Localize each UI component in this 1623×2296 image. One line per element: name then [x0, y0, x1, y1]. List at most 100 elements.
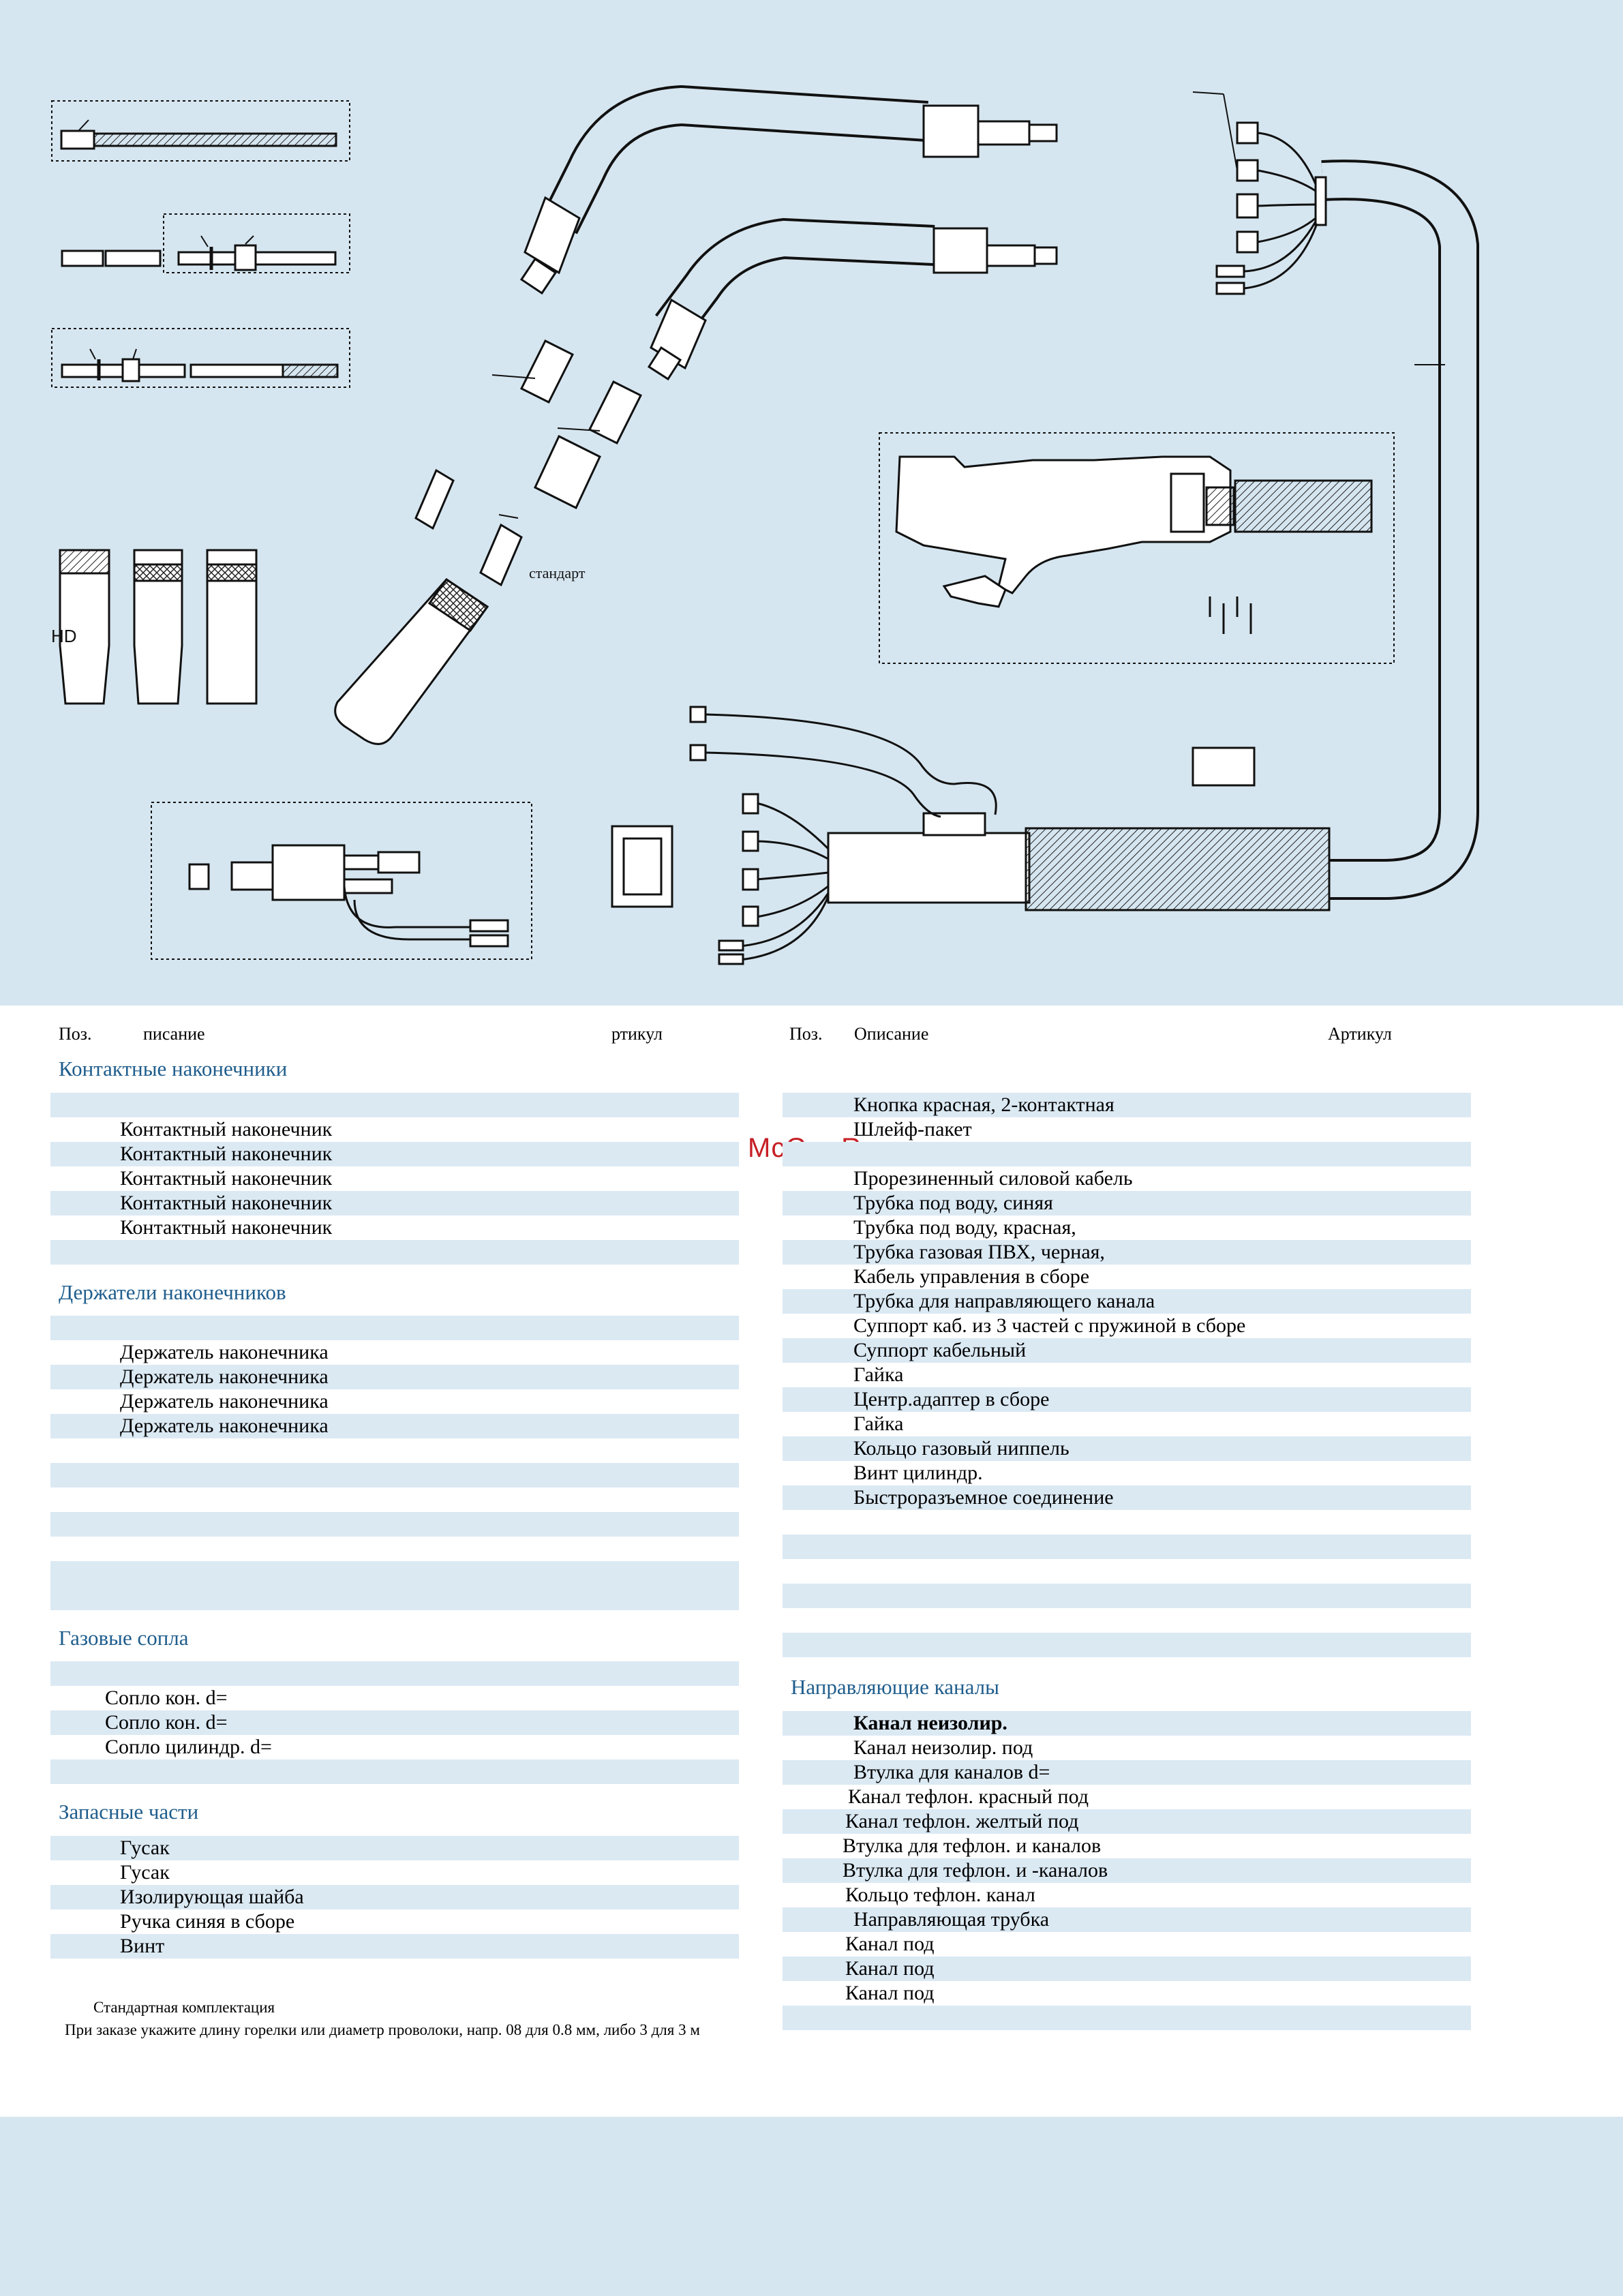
table-row [783, 1510, 1471, 1535]
right-header-article: Артикул [1328, 1024, 1392, 1044]
table-row: Контактный наконечник [50, 1142, 739, 1166]
row-desc: Гайка [853, 1413, 904, 1435]
standard-kit-note: Стандартная комплектация [93, 1999, 275, 2016]
row-desc: Направляющая трубка [853, 1908, 1050, 1931]
table-row: Канал под [783, 1981, 1471, 2006]
table-row [783, 1633, 1471, 1657]
table-row: Гусак [50, 1836, 739, 1860]
table-row: Контактный наконечник [50, 1117, 739, 1142]
table-row: Быстроразъемное соединение [783, 1485, 1471, 1510]
row-desc: Сопло кон. d= [105, 1711, 228, 1734]
table-row: Кнопка красная, 2-контактная [783, 1093, 1471, 1117]
row-desc: Канал неизолир. [853, 1712, 1007, 1734]
row-desc: Контактный наконечник [120, 1167, 333, 1190]
row-desc: Втулка для каналов d= [853, 1761, 1050, 1783]
row-desc: Сопло цилиндр. d= [105, 1736, 272, 1758]
row-desc: Винт [120, 1935, 165, 1957]
table-row: Трубка для направляющего канала [783, 1289, 1471, 1314]
row-desc: Контактный наконечник [120, 1216, 333, 1239]
row-desc: Ручка синяя в сборе [120, 1910, 295, 1933]
table-row: Трубка газовая ПВХ, черная, [783, 1240, 1471, 1265]
table-row: Втулка для тефлон. и каналов [783, 1834, 1471, 1858]
table-row: Направляющая трубка [783, 1907, 1471, 1932]
section-title-spare-parts: Запасные части [59, 1800, 199, 1824]
table-row [50, 1093, 739, 1117]
left-header-desc: писание [143, 1024, 205, 1044]
row-desc: Держатель наконечника [120, 1390, 329, 1413]
table-row: Кольцо тефлон. канал [783, 1883, 1471, 1907]
table-row: Канал тефлон. желтый под [783, 1809, 1471, 1834]
row-desc: Гайка [853, 1363, 904, 1386]
row-desc: Трубка для направляющего канала [853, 1290, 1155, 1312]
table-row [50, 1487, 739, 1512]
section-title-tip-holders: Держатели наконечников [59, 1280, 286, 1304]
table-row: Гайка [783, 1412, 1471, 1436]
table-row: Канал под [783, 1957, 1471, 1981]
hd-label: HD [51, 626, 77, 646]
table-row: Держатель наконечника [50, 1414, 739, 1438]
table-row: Сопло цилиндр. d= [50, 1735, 739, 1759]
table-row: Центр.адаптер в сборе [783, 1387, 1471, 1412]
table-row: Суппорт кабельный [783, 1338, 1471, 1363]
table-row: Контактный наконечник [50, 1166, 739, 1191]
row-desc: Втулка для тефлон. и -каналов [843, 1859, 1108, 1882]
row-desc: Центр.адаптер в сборе [853, 1388, 1050, 1410]
right-header-desc: Описание [854, 1024, 929, 1044]
table-row [50, 1759, 739, 1784]
table-row: Канал под [783, 1932, 1471, 1957]
table-row: Трубка под воду, синяя [783, 1191, 1471, 1215]
row-desc: Канал тефлон. желтый под [845, 1810, 1079, 1832]
table-row: Держатель наконечника [50, 1389, 739, 1414]
section-title-gas-nozzles: Газовые сопла [59, 1626, 189, 1650]
row-desc: Суппорт каб. из 3 частей с пружиной в сб… [853, 1314, 1246, 1337]
row-desc: Изолирующая шайба [120, 1886, 304, 1908]
section-title-contact-tips: Контактные наконечники [59, 1057, 288, 1081]
row-desc: Кольцо тефлон. канал [845, 1884, 1035, 1906]
table-row [783, 1535, 1471, 1559]
table-row: Контактный наконечник [50, 1215, 739, 1240]
table-row: Гайка [783, 1363, 1471, 1387]
row-desc: Канал под [845, 1933, 935, 1955]
row-desc: Трубка под воду, синяя [853, 1192, 1053, 1214]
row-desc: Кабель управления в сборе [853, 1265, 1090, 1288]
section-title-guide-channels: Направляющие каналы [791, 1675, 999, 1699]
table-row [50, 1240, 739, 1265]
table-row [783, 1584, 1471, 1608]
table-row: Сопло кон. d= [50, 1686, 739, 1710]
row-desc: Шлейф-пакет [853, 1118, 972, 1141]
table-row [50, 1316, 739, 1340]
table-row [50, 1586, 739, 1610]
table-row: Шлейф-пакет [783, 1117, 1471, 1142]
left-header-article: ртикул [611, 1024, 663, 1044]
table-row: Винт [50, 1934, 739, 1959]
row-desc: Кнопка красная, 2-контактная [853, 1093, 1114, 1116]
table-row [50, 1561, 739, 1586]
table-row [50, 1537, 739, 1561]
table-row [50, 1438, 739, 1463]
right-header-pos: Поз. [789, 1024, 823, 1044]
left-header-pos: Поз. [59, 1024, 92, 1044]
row-desc: Канал под [845, 1982, 935, 2004]
table-row: Канал тефлон. красный под [783, 1785, 1471, 1809]
row-desc: Гусак [120, 1837, 170, 1859]
exploded-parts-diagram: HD стандарт [51, 85, 1479, 965]
table-row: Канал неизолир. [783, 1711, 1471, 1736]
row-desc: Трубка газовая ПВХ, черная, [853, 1241, 1105, 1263]
standard-label: стандарт [529, 564, 586, 581]
table-row: Кабель управления в сборе [783, 1265, 1471, 1289]
row-desc: Прорезиненный силовой кабель [853, 1167, 1133, 1190]
table-row [783, 1142, 1471, 1166]
table-row [50, 1661, 739, 1686]
row-desc: Сопло кон. d= [105, 1687, 228, 1709]
table-row: Контактный наконечник [50, 1191, 739, 1215]
row-desc: Канал под [845, 1957, 935, 1980]
table-row: Винт цилиндр. [783, 1461, 1471, 1485]
table-row [783, 1608, 1471, 1633]
table-row: Втулка для каналов d= [783, 1760, 1471, 1785]
order-hint-note: При заказе укажите длину горелки или диа… [65, 2021, 700, 2038]
table-row: Сопло кон. d= [50, 1710, 739, 1735]
row-desc: Суппорт кабельный [853, 1339, 1027, 1361]
row-desc: Держатель наконечника [120, 1415, 329, 1437]
row-desc: Контактный наконечник [120, 1143, 333, 1165]
table-row: Канал неизолир. под [783, 1736, 1471, 1760]
